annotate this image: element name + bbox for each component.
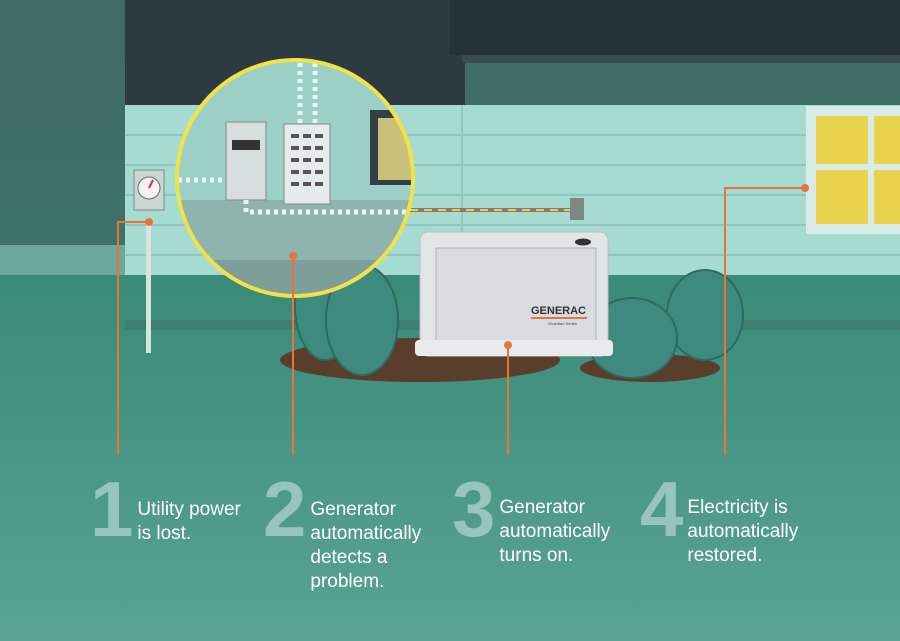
callout-dot-4 xyxy=(801,184,809,192)
generator-brand: GENERAC xyxy=(531,305,586,317)
step-line: detects a xyxy=(310,547,388,568)
step-line: Generator xyxy=(499,497,585,518)
step-line: turns on. xyxy=(499,545,574,566)
callout-lines xyxy=(117,187,805,455)
callout-dot-3 xyxy=(504,341,512,349)
utility-meter xyxy=(133,169,165,353)
step-line: Generator xyxy=(310,499,396,520)
callout-dot-1 xyxy=(145,218,153,226)
step-text: Utility power is lost. xyxy=(137,498,240,546)
lit-window xyxy=(806,106,900,234)
generator: GENERAC Guardian Series xyxy=(415,231,613,357)
step-line: Electricity is xyxy=(687,497,788,518)
callout-dot-2 xyxy=(289,252,297,260)
step-line: automatically xyxy=(499,521,611,542)
step-line: restored. xyxy=(687,545,763,566)
step-number: 3 xyxy=(452,465,496,553)
step-number: 1 xyxy=(90,465,134,553)
step-line: automatically xyxy=(687,521,799,542)
step-line: Utility power xyxy=(137,499,241,520)
step-line: is lost. xyxy=(137,523,192,544)
step-line: problem. xyxy=(310,571,385,592)
step-text: Electricity is automatically restored. xyxy=(687,496,798,568)
step-text: Generator automatically detects a problem. xyxy=(310,498,421,594)
generator-series: Guardian Series xyxy=(548,321,577,326)
step-number: 2 xyxy=(263,465,307,553)
step-line: automatically xyxy=(310,523,422,544)
step-number: 4 xyxy=(640,465,684,553)
step-text: Generator automatically turns on. xyxy=(499,496,610,568)
